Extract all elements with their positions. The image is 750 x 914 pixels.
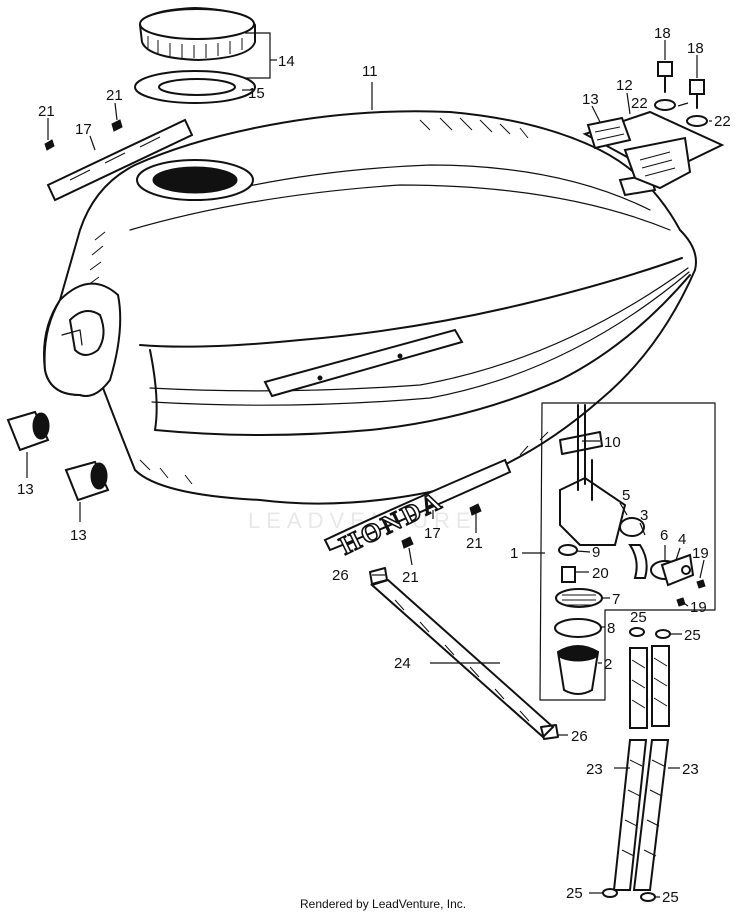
clip-upper-left <box>629 627 645 637</box>
clip-lower-left <box>602 888 618 898</box>
hose-clip-top <box>369 567 388 585</box>
filler-cap <box>138 6 256 62</box>
callout-17-b: 17 <box>424 525 441 542</box>
callout-23-a: 23 <box>586 761 603 778</box>
callout-25-d: 25 <box>662 889 679 906</box>
callout-15: 14 <box>278 53 295 70</box>
callout-2: 2 <box>604 656 612 673</box>
callouts: 11 14 15 21 21 17 13 12 18 18 22 22 13 1… <box>17 25 731 906</box>
callout-26-b: 26 <box>571 728 588 745</box>
clip-lower-right <box>640 892 656 902</box>
callout-22-a: 22 <box>631 95 648 112</box>
callout-16: 15 <box>248 85 265 102</box>
callout-21-b: 21 <box>106 87 123 104</box>
front-cushion-upper <box>6 410 50 452</box>
callout-9: 9 <box>592 544 600 561</box>
callout-21-a: 21 <box>38 103 55 120</box>
callout-25-b: 25 <box>684 627 701 644</box>
callout-18-b: 18 <box>687 40 704 57</box>
emblem-screw-a <box>44 139 55 151</box>
washer-right <box>686 115 708 127</box>
credit-text: Rendered by LeadVenture, Inc. <box>300 897 466 911</box>
callout-25-a: 25 <box>630 609 647 626</box>
emblem-screw-b <box>111 119 123 132</box>
callout-13-b: 13 <box>70 527 87 544</box>
fuel-line-left-upper <box>629 647 648 729</box>
fuel-line-left-lower <box>612 739 648 891</box>
callout-20: 20 <box>592 565 609 582</box>
callout-23-b: 23 <box>682 761 699 778</box>
emblem-screw-d <box>401 536 414 549</box>
callout-1: 1 <box>510 545 518 562</box>
cap-gasket <box>134 70 256 104</box>
bolt-left <box>657 61 673 93</box>
callout-26-a: 26 <box>332 567 349 584</box>
callout-8: 8 <box>607 620 615 637</box>
washer-left <box>654 99 676 111</box>
bolt-right <box>689 79 705 109</box>
callout-22-b: 22 <box>714 113 731 130</box>
callout-13-a: 13 <box>17 481 34 498</box>
callout-7: 7 <box>612 591 620 608</box>
callout-4: 4 <box>678 531 686 548</box>
fuel-line-right-lower <box>632 739 670 891</box>
callout-24: 24 <box>394 655 411 672</box>
front-cushion-lower <box>64 460 110 502</box>
callout-19-a: 19 <box>692 545 709 562</box>
fuel-tank <box>43 110 697 505</box>
callout-3: 3 <box>640 507 648 524</box>
callout-25-c: 25 <box>566 885 583 902</box>
emblem-screw-c <box>469 503 482 516</box>
callout-10: 10 <box>604 434 621 451</box>
callout-12: 12 <box>616 77 633 94</box>
callout-21-d: 21 <box>402 569 419 586</box>
leader-lines <box>26 32 712 898</box>
callout-19-b: 19 <box>690 599 707 616</box>
callout-18-a: 18 <box>654 25 671 42</box>
callout-21-c: 21 <box>466 535 483 552</box>
callout-11: 11 <box>362 63 378 80</box>
tank-emblem-left <box>46 118 194 202</box>
clip-upper-right <box>655 629 671 639</box>
rear-rubber-pad <box>586 116 632 150</box>
callout-6: 6 <box>660 527 668 544</box>
hose-clip-bottom <box>540 724 559 740</box>
fuel-line-right-upper <box>651 645 670 727</box>
callout-14: 13 <box>582 91 599 108</box>
fuel-valve-assembly <box>539 402 716 701</box>
callout-5: 5 <box>622 487 630 504</box>
callout-17-a: 17 <box>75 121 92 138</box>
